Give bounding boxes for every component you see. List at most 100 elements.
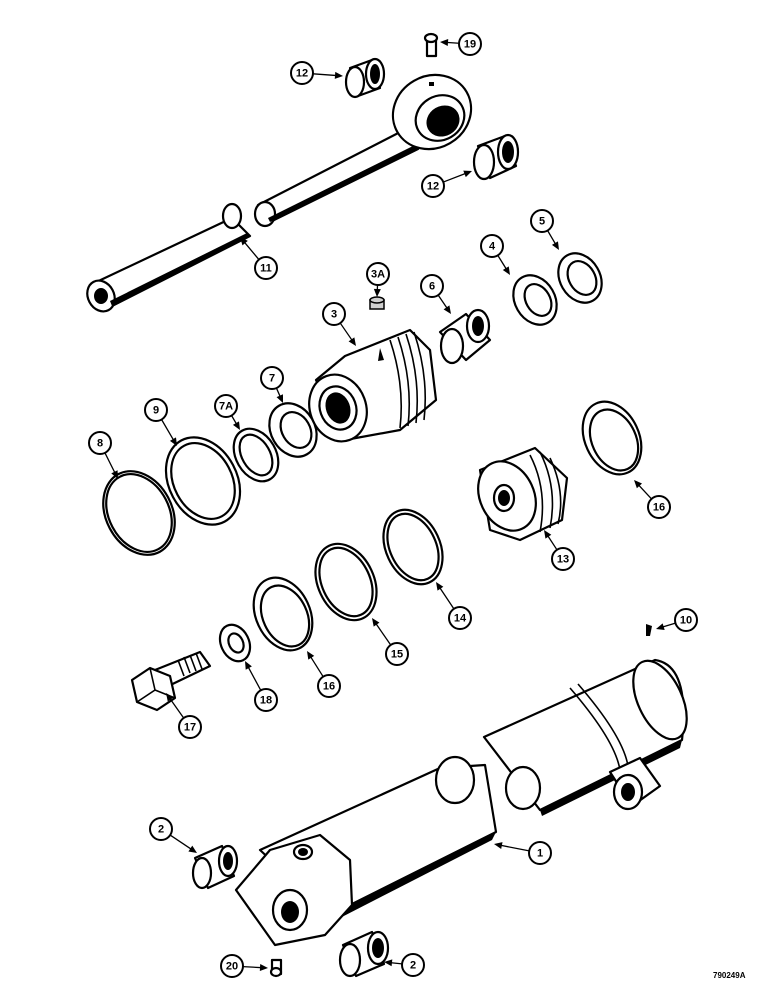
callout-circle — [317, 674, 341, 698]
callout-19: 19 — [440, 32, 482, 56]
arrowhead — [169, 437, 177, 446]
callout-label: 19 — [464, 39, 476, 51]
cylinder-tube — [234, 658, 688, 947]
piston — [477, 446, 569, 542]
arrowhead — [166, 693, 174, 702]
arrowhead — [240, 237, 248, 246]
leader-line — [374, 622, 392, 646]
callout-label: 16 — [323, 681, 335, 693]
leader-line — [437, 294, 449, 310]
cylinder-head — [308, 296, 438, 443]
callout-circle — [551, 547, 575, 571]
leader-line — [497, 255, 508, 271]
part-8 — [102, 470, 176, 556]
callout-label: 13 — [557, 554, 569, 566]
leader-line — [339, 322, 354, 342]
leader-line — [637, 483, 653, 500]
callout-label: 17 — [184, 722, 196, 734]
bushing-12-top — [344, 57, 386, 99]
callout-circle — [260, 366, 284, 390]
callout-12: 12 — [421, 170, 472, 198]
grease-fitting-20 — [269, 958, 283, 978]
callout-circle — [385, 642, 409, 666]
leader-line — [168, 697, 185, 719]
leader-line — [169, 834, 193, 851]
callout-circle — [322, 302, 346, 326]
leader-line — [312, 73, 338, 77]
arrowhead — [334, 71, 343, 79]
arrowhead — [188, 845, 197, 853]
callout-12: 12 — [290, 61, 343, 85]
part-16-right — [581, 400, 643, 476]
callout-label: 9 — [153, 405, 159, 417]
arrowhead — [259, 964, 268, 972]
callout-circle — [254, 688, 278, 712]
bushing-2-left — [191, 844, 239, 890]
callout-label: 1 — [537, 848, 543, 860]
callout-label: 5 — [539, 216, 545, 228]
leader-line — [247, 665, 262, 691]
arrowhead — [373, 288, 381, 297]
arrowhead — [372, 618, 380, 627]
leader-line — [661, 622, 676, 628]
callout-label: 10 — [680, 615, 692, 627]
callout-label: 15 — [391, 649, 403, 661]
callout-1: 1 — [494, 841, 552, 865]
callout-circle — [420, 274, 444, 298]
callout-circle — [421, 174, 445, 198]
callout-9: 9 — [144, 398, 177, 446]
callout-label: 8 — [97, 438, 103, 450]
callout-circle — [290, 61, 314, 85]
washer — [218, 623, 252, 663]
callout-label: 2 — [158, 824, 164, 836]
arrowhead — [384, 959, 393, 967]
callout-label: 3A — [371, 269, 385, 281]
callout-circle — [220, 954, 244, 978]
leader-line — [242, 965, 263, 969]
callout-label: 11 — [260, 263, 272, 275]
callout-circle — [647, 495, 671, 519]
bushing-2-bottom — [338, 930, 390, 978]
part-15 — [314, 542, 378, 622]
callout-10: 10 — [656, 608, 698, 632]
drawing-number: 790249A — [713, 971, 746, 980]
leader-line — [438, 586, 455, 610]
arrowhead — [443, 305, 451, 314]
callout-16: 16 — [307, 651, 341, 698]
callout-label: 3 — [331, 309, 337, 321]
part-5 — [557, 252, 603, 304]
callout-label: 7A — [219, 401, 233, 413]
callout-4: 4 — [480, 234, 510, 275]
piston-rod — [86, 32, 473, 313]
part-6 — [438, 308, 492, 365]
callout-18: 18 — [245, 661, 278, 712]
callout-20: 20 — [220, 954, 268, 978]
callout-label: 12 — [427, 181, 439, 193]
callout-7: 7 — [260, 366, 284, 403]
part-9 — [164, 436, 242, 526]
part-7 — [268, 402, 318, 458]
callout-circle — [178, 715, 202, 739]
leader-line — [445, 41, 460, 44]
callout-circle — [88, 431, 112, 455]
callout-circle — [458, 32, 482, 56]
callout-6: 6 — [420, 274, 451, 314]
callout-7a: 7A — [214, 394, 240, 430]
arrowhead — [463, 170, 472, 178]
arrowhead — [348, 337, 356, 346]
leader-line — [104, 452, 116, 474]
callout-5: 5 — [530, 209, 559, 250]
callout-2: 2 — [149, 817, 197, 853]
callout-circle — [530, 209, 554, 233]
callout-label: 2 — [410, 960, 416, 972]
setscrew — [646, 624, 652, 636]
callout-15: 15 — [372, 618, 409, 666]
callout-label: 14 — [454, 613, 467, 625]
callout-circle — [674, 608, 698, 632]
callout-17: 17 — [166, 693, 202, 739]
callout-label: 7 — [269, 373, 275, 385]
bushing-12-right — [472, 133, 520, 181]
callout-circle — [254, 256, 278, 280]
